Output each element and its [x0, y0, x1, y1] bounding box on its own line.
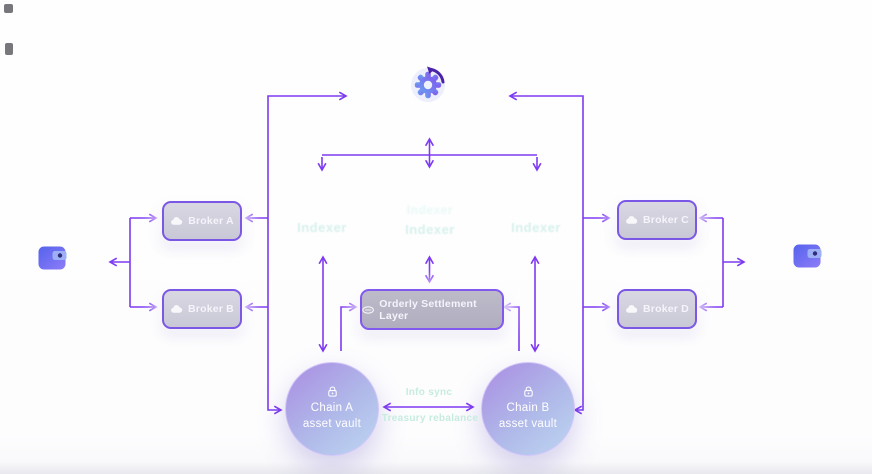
- vault-b-name: Chain B: [506, 402, 550, 415]
- broker-c-label: Broker C: [643, 214, 689, 226]
- settlement-layer-node: Orderly Settlement Layer: [360, 289, 504, 330]
- info-sync-label: Info sync: [405, 387, 453, 398]
- arrow-vault-a-settlement: [340, 302, 358, 351]
- lock-icon: [327, 386, 337, 398]
- gear-icon: [411, 66, 445, 102]
- indexer-label-middle: Indexer: [405, 222, 455, 237]
- broker-a-node: Broker A: [162, 201, 242, 241]
- cloud-icon: [626, 215, 638, 224]
- arrow-vault-b-settlement: [502, 302, 520, 351]
- vault-a-name: Chain A: [310, 402, 354, 415]
- broker-b-label: Broker B: [188, 303, 234, 315]
- broker-d-node: Broker D: [617, 289, 697, 329]
- bottom-edge-fade: [0, 462, 872, 474]
- vault-a-caption: asset vault: [302, 418, 362, 430]
- settlement-layer-label: Orderly Settlement Layer: [379, 297, 477, 322]
- screen-artifact: [5, 43, 13, 55]
- coin-icon: [362, 305, 374, 314]
- wallet-icon: [38, 246, 67, 270]
- cloud-icon: [171, 216, 183, 225]
- vault-b-caption: asset vault: [498, 418, 558, 430]
- indexer-label-left: Indexer: [297, 220, 347, 235]
- broker-d-label: Broker D: [643, 303, 689, 315]
- wallet-icon: [793, 244, 822, 268]
- broker-c-node: Broker C: [617, 200, 697, 240]
- chain-a-vault: Chain A asset vault: [285, 362, 379, 456]
- indexer-label-right: Indexer: [511, 220, 561, 235]
- indexer-label-middle-ghost: Indexer: [406, 203, 454, 217]
- chain-b-vault: Chain B asset vault: [481, 362, 575, 456]
- broker-b-node: Broker B: [162, 289, 242, 329]
- treasury-rebalance-label: Treasury rebalance: [381, 413, 479, 424]
- cloud-icon: [626, 304, 638, 313]
- lock-icon: [523, 386, 533, 398]
- cloud-icon: [171, 304, 183, 313]
- broker-a-label: Broker A: [188, 215, 234, 227]
- screen-artifact: [4, 4, 13, 13]
